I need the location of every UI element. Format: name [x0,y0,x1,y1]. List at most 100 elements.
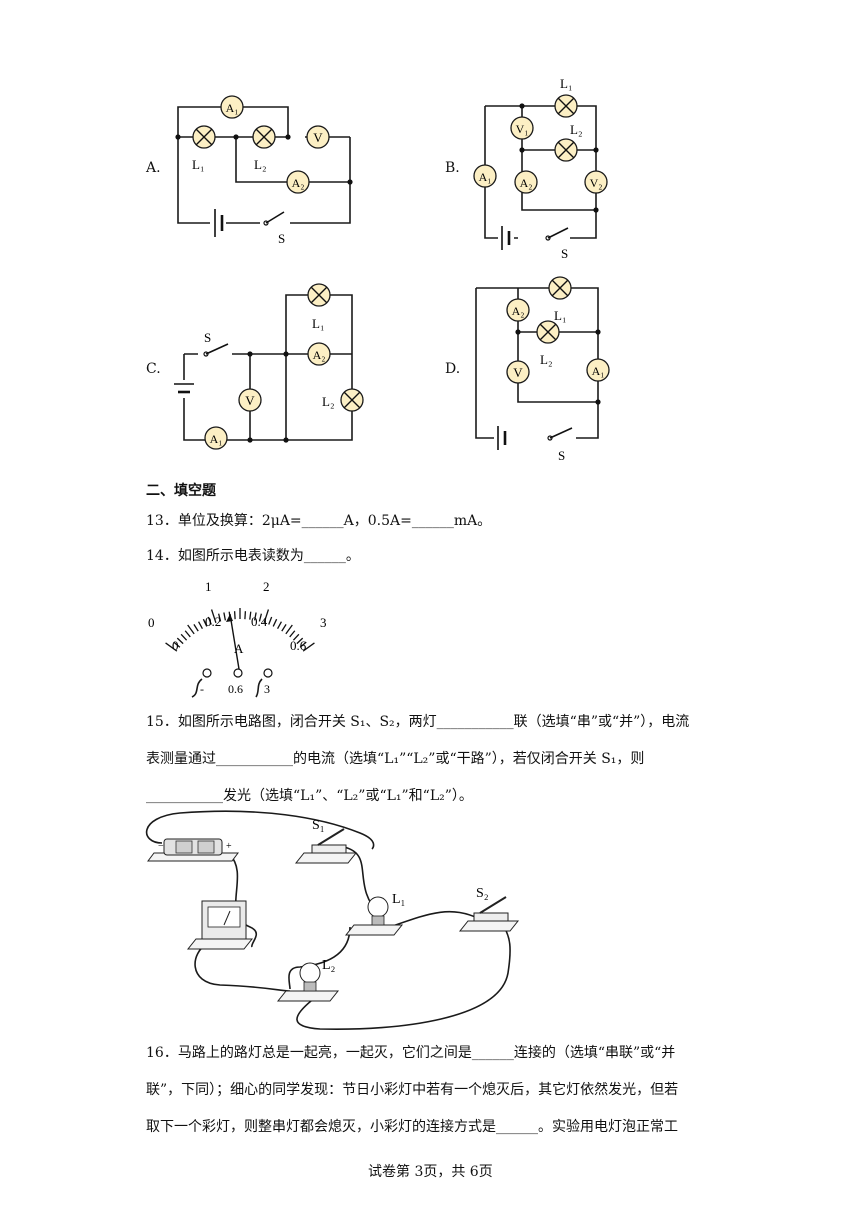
svg-text:−: − [158,841,164,852]
question-15-line-3: ___________发光（选填“L₁”、“L₂”或“L₁”和“L₂”）。 [146,788,473,804]
dial-tick [292,633,300,641]
b-voltmeter-v1: V₁ [516,122,529,136]
c-ammeter-a1: A₁ [210,432,223,446]
dial-tick [233,611,236,620]
c-ammeter-a2: A₂ [313,348,326,362]
dial-tick [184,630,191,638]
d-voltmeter-v: V [513,365,523,380]
section-title: 二、填空题 [146,483,216,499]
battery-holder: − + [147,838,239,862]
dial-tick [176,637,184,645]
dial-tick [210,609,217,624]
question-15-line-1: 15．如图所示电路图，闭合开关 S₁、S₂，两灯___________联（选填“… [146,714,690,730]
circuit-diagram-d: S A₂ L₁ L₂ V A₁ [475,276,610,463]
d-ammeter-a2: A₂ [512,304,525,318]
terminal-label-negative: - [200,682,204,696]
c-voltmeter-v: V [245,393,255,408]
photo-label-l1: L₁ [392,892,405,907]
option-c-label: C. [146,361,161,377]
dial-tick [281,624,287,632]
dial-tick [272,618,278,627]
dial-tick [244,611,247,620]
dial-tick [193,624,199,632]
option-b-label: B. [445,160,460,176]
circuit-diagram-b: S L₁ V₁ L₂ A₁ A₂ V₂ [473,76,608,261]
dial-top-label-3: 3 [320,615,327,630]
b-ammeter-a2: A₂ [520,176,533,190]
dial-tick [207,616,212,625]
a-lamp-l1-label: L₁ [192,157,204,172]
circuit-diagram-c: S L₁ A₂ V L₂ A₁ [172,283,364,450]
b-ammeter-a1: A₁ [479,170,492,184]
dial-tick [253,612,257,621]
b-lamp-l2-label: L₂ [570,122,582,137]
photo-label-l2: L₂ [322,958,336,973]
terminal-label-0.6: 0.6 [228,682,243,696]
a-voltmeter-v: V [313,130,323,145]
dial-top-label-0: 0 [148,615,155,630]
lamp-l2: L₂ [276,958,340,1002]
physical-circuit-figure: − + S₁ L₁ S₂ L₂ [145,810,520,1031]
dial-tick [263,609,270,624]
dial-mid-label-0.2: 0.2 [205,614,221,629]
dial-tick [180,633,188,641]
dial-top-label-1: 1 [205,579,212,594]
option-d-label: D. [445,361,461,377]
question-16-line-2: 联”，下同）；细心的同学发现：节日小彩灯中若有一个熄灭后，其它灯依然发光，但若 [146,1082,679,1098]
lamp-l1: L₁ [344,892,405,936]
dial-mid-label-0.4: 0.4 [251,614,268,629]
switch-s1: S₁ [294,818,358,864]
dial-tick [285,624,293,635]
a-ammeter-a2: A₂ [292,176,305,190]
dial-tick [249,611,252,620]
ammeter-dial-figure: 0 1 2 3 0.2 0.4 0 0.6 A - 0.6 3 [148,579,327,698]
dial-bottom-label-0: 0 [172,638,179,653]
question-14: 14．如图所示电表读数为______。 [146,548,360,564]
dial-bottom-label-0.6: 0.6 [290,638,307,653]
terminal-0.6 [233,668,243,678]
dial-tick [296,637,304,645]
dial-tick [268,616,273,625]
ammeter-scale-ticks [165,608,315,652]
dial-tick [165,642,178,652]
dial-top-label-2: 2 [263,579,270,594]
c-lamp-l1-label: L₁ [312,316,324,331]
a-ammeter-a1: A₁ [226,101,239,115]
question-15-line-2: 表测量通过___________的电流（选填“L₁”“L₂”或“干路”），若仅闭… [146,751,645,767]
a-switch-label: S [278,231,285,245]
terminal-negative [202,668,212,678]
dial-tick [277,621,283,629]
question-16-line-1: 16．马路上的路灯总是一起亮，一起灭，它们之间是______连接的（选填“串联”… [146,1045,676,1061]
dial-tick [258,613,263,622]
photo-label-s1: S₁ [312,818,325,833]
d-lamp-l2-label: L₂ [540,352,552,367]
terminal-label-3: 3 [264,682,270,696]
dial-tick [289,630,296,638]
photo-label-s2: S₂ [476,886,489,901]
a-lamp-l2-label: L₂ [254,157,266,172]
b-switch-label: S [561,246,568,261]
ammeter-device [186,900,254,950]
dial-pointer [229,613,240,670]
question-13: 13．单位及换算：2μA=______A，0.5A=______mA。 [146,513,492,529]
page-footer: 试卷第 3页，共 6页 [368,1164,493,1180]
dial-tick [217,613,222,622]
dial-tick [223,612,227,621]
dial-tick [197,621,203,629]
dial-tick [202,618,208,627]
option-a-label: A. [146,160,161,176]
d-ammeter-a1: A₁ [592,364,605,378]
circuit-diagram-a: A₁ L₁ L₂ V A₂ S [175,95,353,245]
dial-tick [187,624,195,635]
terminal-3 [263,668,273,678]
c-lamp-l2-label: L₂ [322,394,334,409]
dial-unit: A [234,641,244,656]
b-voltmeter-v2: V₂ [590,176,603,190]
svg-text:+: + [226,841,232,852]
dial-tick [173,641,181,648]
b-lamp-l1-label: L₁ [560,76,572,91]
d-lamp-l1-label: L₁ [554,308,566,323]
dial-tick [302,642,315,652]
switch-s2: S₂ [458,886,520,932]
d-switch-label: S [558,448,565,463]
